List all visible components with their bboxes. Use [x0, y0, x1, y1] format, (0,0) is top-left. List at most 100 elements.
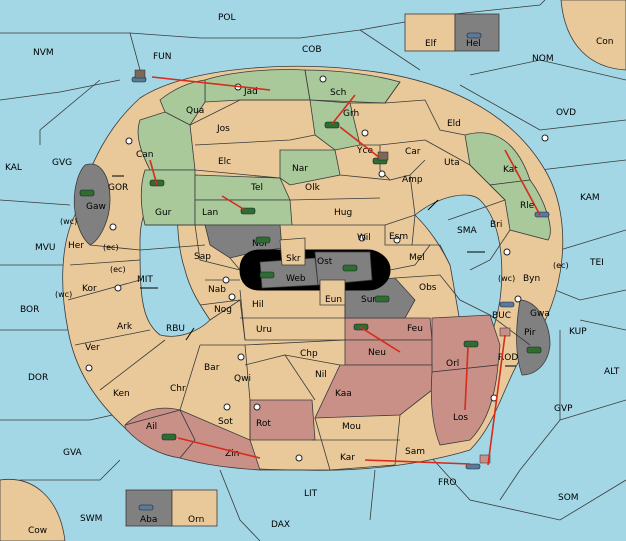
prov-neu[interactable]	[344, 339, 433, 366]
label-POL: POL	[218, 13, 236, 23]
label-DAX: DAX	[271, 520, 290, 530]
label-Ken: Ken	[113, 389, 130, 399]
label-Sun: Sun	[361, 295, 378, 305]
label-BUC: BUC	[492, 311, 511, 321]
label-COB: COB	[302, 45, 322, 55]
label-Grh: Grh	[343, 109, 359, 119]
label-Her: Her	[68, 241, 84, 251]
label-Mou: Mou	[342, 422, 361, 432]
label-wc3: (wc)	[498, 274, 515, 283]
label-Lan: Lan	[202, 208, 218, 218]
label-Uru: Uru	[256, 325, 272, 335]
label-ec1: (ec)	[103, 243, 119, 252]
prov-skr[interactable]	[279, 237, 306, 266]
label-Kar: Kar	[340, 453, 355, 463]
label-SWM: SWM	[80, 514, 102, 524]
label-KUP: KUP	[569, 327, 587, 337]
label-Kaa: Kaa	[335, 389, 352, 399]
prov-pir[interactable]	[516, 299, 551, 376]
label-Sot: Sot	[218, 417, 233, 427]
label-Gur: Gur	[155, 208, 172, 218]
label-wc2: (wc)	[55, 290, 72, 299]
label-Hug: Hug	[334, 208, 352, 218]
label-Obs: Obs	[419, 283, 437, 293]
prov-con[interactable]	[560, 0, 626, 71]
label-Can: Can	[136, 150, 154, 160]
label-Gwa: Gwa	[530, 309, 550, 319]
label-Mel: Mel	[409, 253, 425, 263]
label-Wil: Wil	[357, 233, 371, 243]
label-Sam: Sam	[405, 447, 425, 457]
label-LIT: LIT	[304, 489, 318, 499]
label-Elf: Elf	[425, 39, 437, 49]
label-Elc: Elc	[218, 157, 231, 167]
label-NOM: NOM	[532, 54, 554, 64]
label-Byn: Byn	[523, 274, 540, 284]
label-GVG: GVG	[52, 158, 72, 168]
label-Gaw: Gaw	[86, 202, 106, 212]
label-Nor: Nor	[252, 239, 268, 249]
label-Feu: Feu	[407, 324, 423, 334]
label-Uta: Uta	[444, 158, 460, 168]
label-Qua: Qua	[186, 106, 204, 116]
label-Nar: Nar	[292, 164, 308, 174]
movement-markers	[112, 175, 516, 367]
prov-rle[interactable]	[489, 179, 551, 241]
label-FUN: FUN	[153, 52, 172, 62]
label-Orl: Orl	[446, 359, 459, 369]
label-ec2: (ec)	[110, 265, 126, 274]
label-Ark: Ark	[117, 322, 133, 332]
label-KAL: KAL	[5, 163, 22, 173]
label-Olk: Olk	[305, 183, 321, 193]
prov-orn[interactable]	[171, 489, 218, 527]
label-OVD: OVD	[556, 108, 576, 118]
label-Nil: Nil	[315, 370, 327, 380]
label-Rot: Rot	[256, 419, 271, 429]
label-MVU: MVU	[35, 243, 56, 253]
label-Ver: Ver	[85, 343, 100, 353]
label-Jos: Jos	[216, 124, 230, 134]
label-Aba: Aba	[140, 515, 157, 525]
label-RBU: RBU	[166, 324, 185, 334]
label-SOM: SOM	[558, 493, 579, 503]
label-KAM: KAM	[580, 193, 600, 203]
label-Jad: Jad	[243, 87, 258, 97]
label-Esm: Esm	[389, 232, 408, 242]
label-GOR: GOR	[108, 183, 128, 193]
label-Sap: Sap	[194, 252, 211, 262]
label-Con: Con	[596, 37, 614, 47]
label-TEI: TEI	[589, 258, 604, 268]
province-borders	[67, 81, 531, 471]
label-Cow: Cow	[28, 526, 47, 536]
prov-zin[interactable]	[179, 409, 261, 471]
prov-hel[interactable]	[454, 13, 500, 52]
prov-nar[interactable]	[279, 149, 341, 186]
label-Skr: Skr	[286, 254, 301, 264]
label-GVA: GVA	[63, 448, 83, 458]
label-Amp: Amp	[402, 175, 423, 185]
label-Bar: Bar	[204, 363, 220, 373]
label-Neu: Neu	[368, 348, 386, 358]
prov-can[interactable]	[137, 111, 196, 171]
label-ALT: ALT	[604, 367, 620, 377]
prov-tel[interactable]	[194, 174, 291, 201]
prov-elf[interactable]	[404, 13, 456, 52]
label-Orn: Orn	[188, 515, 204, 525]
label-Ost: Ost	[317, 257, 333, 267]
labels: POL NVM FUN COB NOM OVD KAL GVG GOR MVU …	[5, 13, 620, 530]
label-Los: Los	[453, 413, 468, 423]
label-Hil: Hil	[252, 300, 264, 310]
label-Hel: Hel	[466, 39, 481, 49]
label-FRO: FRO	[438, 478, 457, 488]
label-Tel: Tel	[250, 183, 263, 193]
label-DOR: DOR	[28, 373, 48, 383]
label-ROD: ROD	[498, 353, 518, 363]
label-Rle: Rle	[520, 201, 535, 211]
label-Eun: Eun	[325, 295, 342, 305]
prov-kaa[interactable]	[314, 364, 433, 419]
label-Kat: Kat	[503, 165, 518, 175]
label-Web: Web	[286, 274, 306, 284]
label-Bri: Bri	[490, 220, 502, 230]
